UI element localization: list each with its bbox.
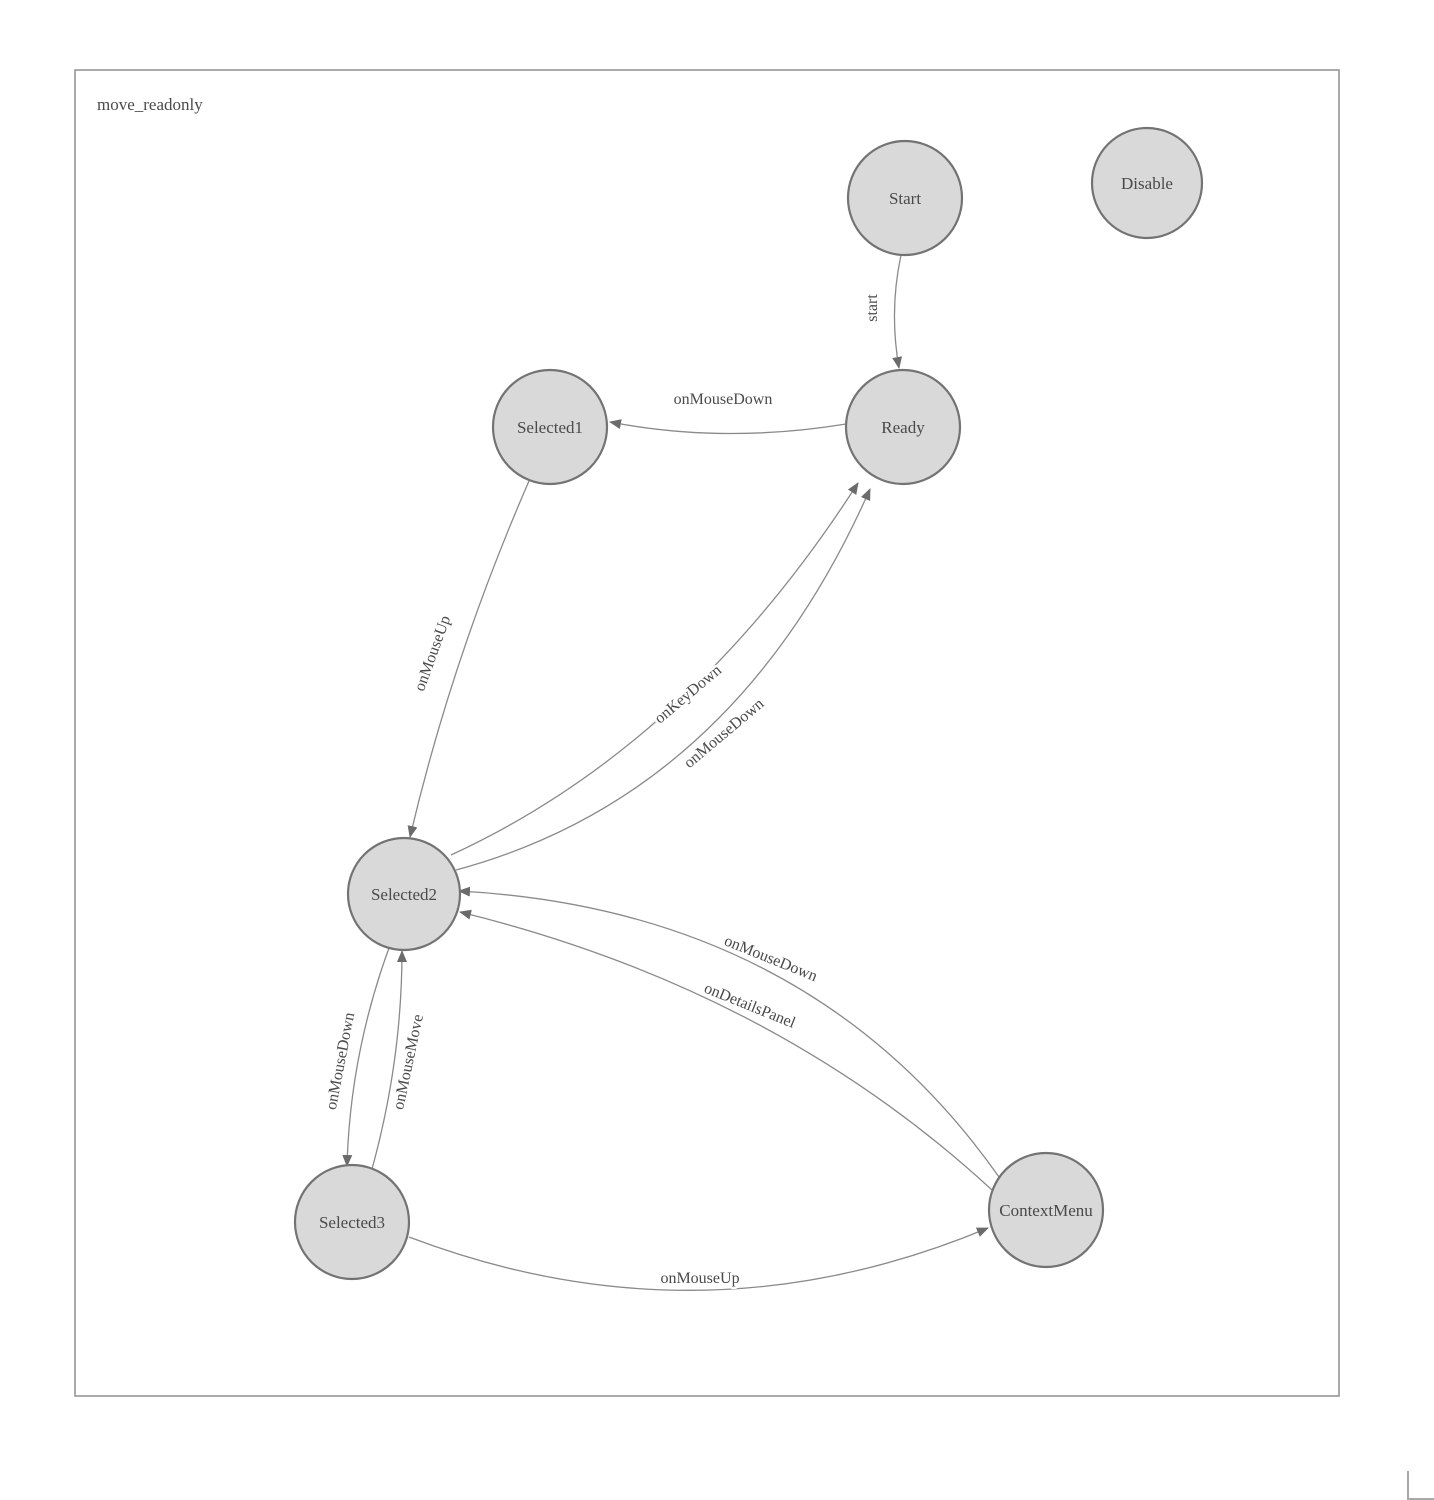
state-node-contextmenu[interactable]: ContextMenu	[987, 1151, 1105, 1269]
transition-label-onmousemove: onMouseMove	[390, 1013, 427, 1111]
transition-selected1-to-selected2[interactable]	[407, 480, 530, 838]
state-node-ready[interactable]: Ready	[844, 368, 962, 486]
transition-label-onmouseup-1: onMouseUp	[411, 613, 454, 693]
state-label-selected1: Selected1	[517, 418, 583, 437]
transition-selected3-to-selected2[interactable]	[371, 950, 407, 1170]
state-circle-selected2[interactable]	[346, 836, 462, 952]
state-node-selected1[interactable]: Selected1	[491, 368, 609, 486]
state-circle-ready[interactable]	[844, 368, 962, 486]
state-label-start: Start	[889, 189, 921, 208]
state-label-selected2: Selected2	[371, 885, 437, 904]
state-label-selected3: Selected3	[319, 1213, 385, 1232]
transition-label-onmousedown-2: onMouseDown	[681, 695, 768, 771]
transition-contextmenu-to-selected2-detailspanel[interactable]	[459, 909, 993, 1191]
state-node-selected2[interactable]: Selected2	[346, 836, 462, 952]
transition-selected2-to-selected3[interactable]	[342, 947, 390, 1167]
state-node-start[interactable]: Start	[846, 139, 964, 257]
state-label-contextmenu: ContextMenu	[999, 1201, 1093, 1220]
transition-start-to-ready[interactable]	[892, 254, 903, 369]
state-node-disable[interactable]: Disable	[1090, 126, 1204, 240]
clipped-corner-artifact	[1407, 1471, 1434, 1500]
transition-label-start: start	[864, 294, 881, 322]
state-circle-contextmenu[interactable]	[987, 1151, 1105, 1269]
state-node-selected3[interactable]: Selected3	[293, 1163, 411, 1281]
transition-ready-to-selected1[interactable]	[609, 419, 847, 435]
state-circle-selected1[interactable]	[491, 368, 609, 486]
transition-label-onkeydown: onKeyDown	[651, 662, 725, 728]
transition-label-ondetailspanel: onDetailsPanel	[702, 980, 799, 1032]
transition-selected2-to-ready-mousedown[interactable]	[455, 488, 871, 871]
state-circle-disable[interactable]	[1090, 126, 1204, 240]
transition-selected3-to-contextmenu[interactable]	[408, 1227, 989, 1291]
transition-label-onmouseup-2: onMouseUp	[660, 1270, 739, 1287]
state-circle-start[interactable]	[846, 139, 964, 257]
diagram-border	[74, 69, 1340, 1397]
transition-label-onmousedown-1: onMouseDown	[674, 391, 773, 408]
state-label-ready: Ready	[881, 418, 925, 437]
transition-contextmenu-to-selected2-mousedown[interactable]	[458, 886, 1000, 1178]
state-label-disable: Disable	[1121, 174, 1173, 193]
diagram-title: move_readonly	[97, 95, 203, 114]
transition-selected2-to-ready-keydown[interactable]	[450, 482, 859, 856]
transition-label-onmousedown-4: onMouseDown	[722, 932, 820, 985]
state-circle-selected3[interactable]	[293, 1163, 411, 1281]
